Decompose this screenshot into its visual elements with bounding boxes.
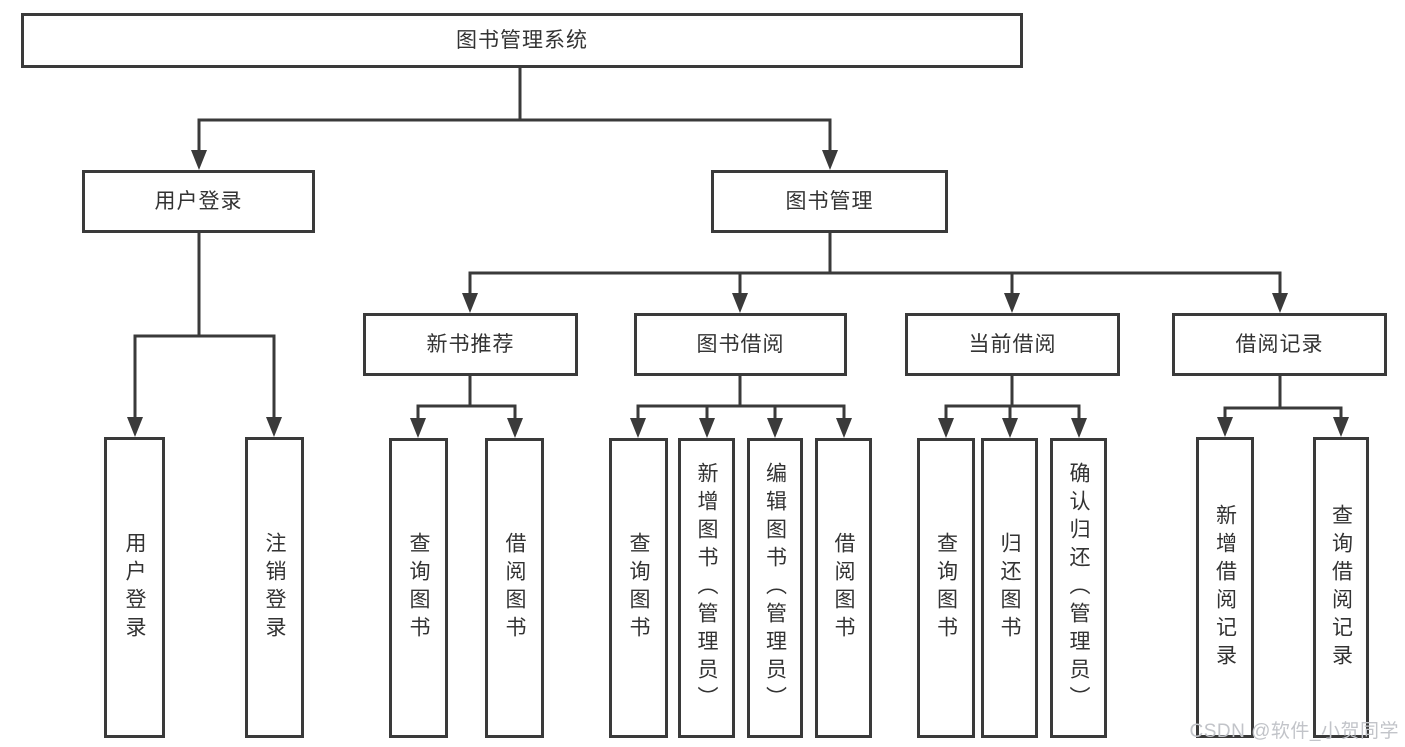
node-book-management: 图书管理: [711, 170, 948, 233]
leaf-borrowing-edit-books-admin: 编辑图书（管理员）: [747, 438, 803, 738]
connector-book-management-branch: [462, 231, 1288, 313]
connector-new-book-branch: [410, 374, 523, 438]
leaf-records-query-borrow-record: 查询借阅记录: [1313, 437, 1369, 738]
leaf-borrowing-borrow-books: 借阅图书: [815, 438, 872, 738]
connector-current-borrowing-branch: [938, 374, 1087, 438]
leaf-borrowing-query-books: 查询图书: [609, 438, 668, 738]
connector-book-borrowing-branch: [630, 374, 852, 438]
node-book-borrowing: 图书借阅: [634, 313, 847, 376]
node-new-book-recommendation: 新书推荐: [363, 313, 578, 376]
connector-user-login-branch: [127, 231, 282, 437]
node-book-management-system: 图书管理系统: [21, 13, 1023, 68]
leaf-records-add-borrow-record: 新增借阅记录: [1196, 437, 1254, 738]
leaf-newbook-query-books: 查询图书: [389, 438, 448, 738]
node-user-login: 用户登录: [82, 170, 315, 233]
leaf-logout-login: 注销登录: [245, 437, 304, 738]
leaf-borrowing-add-books-admin: 新增图书（管理员）: [678, 438, 735, 738]
leaf-current-confirm-return-admin: 确认归还（管理员）: [1050, 438, 1107, 738]
leaf-newbook-borrow-books: 借阅图书: [485, 438, 544, 738]
connector-borrowing-records-branch: [1217, 374, 1349, 437]
node-borrowing-records: 借阅记录: [1172, 313, 1387, 376]
node-current-borrowing: 当前借阅: [905, 313, 1120, 376]
leaf-current-return-books: 归还图书: [981, 438, 1038, 738]
watermark-text: CSDN @软件_小贺同学: [1189, 721, 1399, 742]
leaf-user-login: 用户登录: [104, 437, 165, 738]
leaf-current-query-books: 查询图书: [917, 438, 975, 738]
connector-root-to-level2: [191, 66, 838, 170]
